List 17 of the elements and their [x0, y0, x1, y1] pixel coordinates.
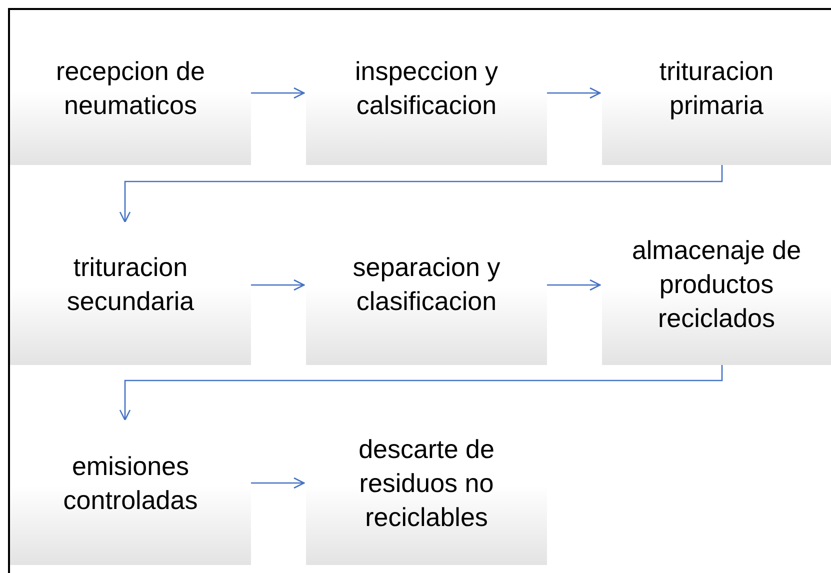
arrow: [547, 87, 601, 99]
arrow: [119, 165, 723, 223]
arrow: [251, 87, 305, 99]
arrow: [251, 279, 305, 291]
step-label: recepcion de neumaticos: [55, 54, 206, 122]
process-box: [10, 222, 251, 365]
arrow: [119, 365, 723, 421]
arrow: [547, 279, 601, 291]
step-label: inspeccion y calsificacion: [354, 54, 500, 122]
step-label: trituracion primaria: [658, 54, 775, 122]
step-label: emisiones controladas: [62, 450, 199, 516]
arrow: [251, 477, 305, 489]
step-label: trituracion secundaria: [66, 250, 196, 318]
process-box: [10, 420, 251, 565]
step-label: almacenaje de productos reciclados: [630, 234, 802, 334]
step-label: descarte de residuos no reciclables: [358, 432, 496, 534]
step-label: separacion y clasificacion: [352, 250, 502, 318]
